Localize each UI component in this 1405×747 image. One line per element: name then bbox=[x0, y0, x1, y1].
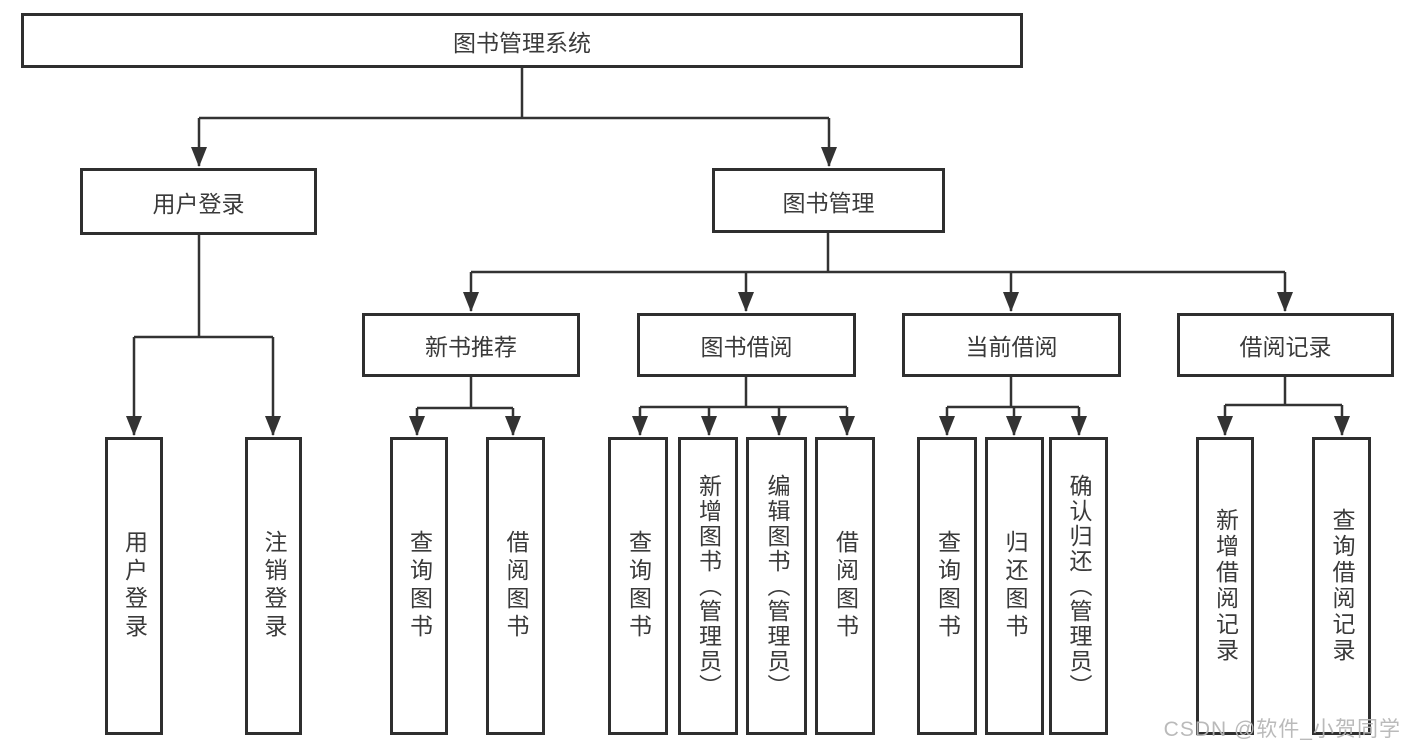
leaf-query-books: 查询图书 bbox=[608, 437, 668, 735]
node-new-book-recommendation: 新书推荐 bbox=[362, 313, 580, 377]
leaf-logout: 注销登录 bbox=[245, 437, 302, 735]
leaf-user-login: 用户登录 bbox=[105, 437, 163, 735]
leaf-add-borrowing-record: 新增借阅记录 bbox=[1196, 437, 1254, 735]
leaf-query-books: 查询图书 bbox=[390, 437, 448, 735]
node-book-borrowing: 图书借阅 bbox=[637, 313, 856, 377]
leaf-add-books-admin: 新增图书（管理员） bbox=[678, 437, 738, 735]
leaf-return-books: 归还图书 bbox=[985, 437, 1044, 735]
leaf-borrow-books: 借阅图书 bbox=[815, 437, 875, 735]
node-book-management: 图书管理 bbox=[712, 168, 945, 233]
leaf-edit-books-admin: 编辑图书（管理员） bbox=[746, 437, 807, 735]
leaf-borrow-books: 借阅图书 bbox=[486, 437, 545, 735]
node-current-borrowing: 当前借阅 bbox=[902, 313, 1121, 377]
node-borrowing-records: 借阅记录 bbox=[1177, 313, 1394, 377]
leaf-query-books: 查询图书 bbox=[917, 437, 977, 735]
node-user-login: 用户登录 bbox=[80, 168, 317, 235]
leaf-query-borrowing-record: 查询借阅记录 bbox=[1312, 437, 1371, 735]
leaf-confirm-return-admin: 确认归还（管理员） bbox=[1049, 437, 1108, 735]
csdn-watermark: CSDN @软件_小贺同学 bbox=[1163, 718, 1401, 741]
node-library-management-system: 图书管理系统 bbox=[21, 13, 1023, 68]
